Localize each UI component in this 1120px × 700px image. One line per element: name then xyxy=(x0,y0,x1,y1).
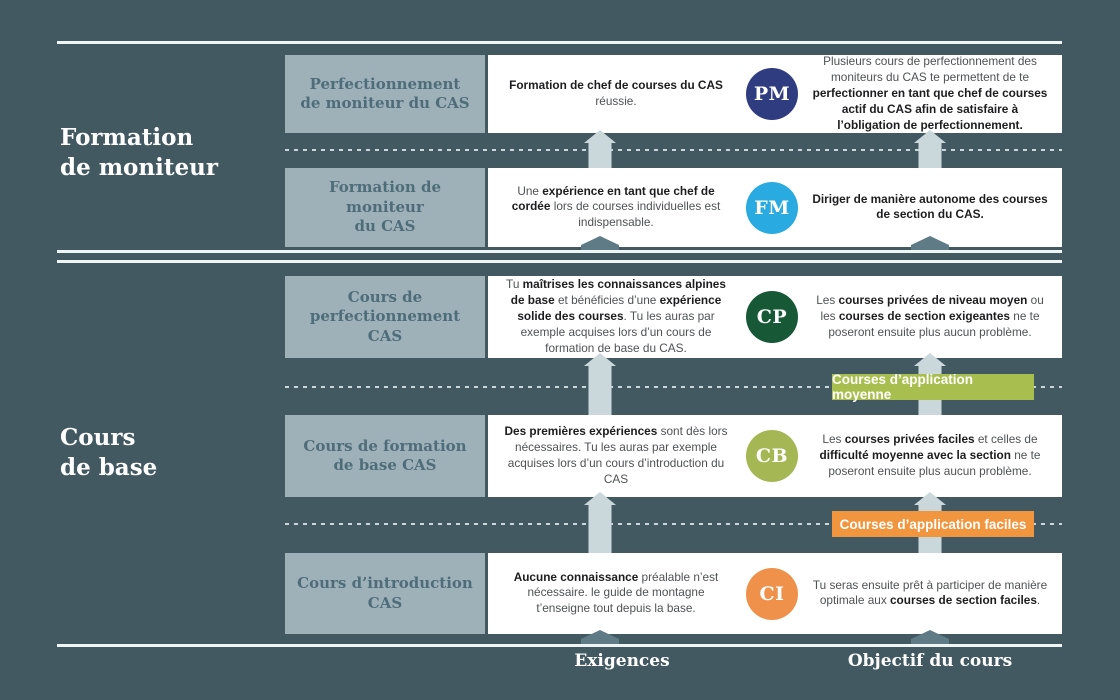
up-arrow-connector-icon xyxy=(584,130,616,168)
banner-label: Courses d’application faciles xyxy=(839,516,1027,532)
objective-text: Les courses privées faciles et celles de… xyxy=(819,432,1041,478)
separator-line-section-lower xyxy=(57,260,1062,263)
badge-text: CB xyxy=(755,445,789,467)
objective-text: Les courses privées de niveau moyen ou l… xyxy=(816,293,1044,339)
course-label: Perfectionnement de moniteur du CAS xyxy=(300,74,470,113)
up-arrow-connector-icon xyxy=(584,353,616,415)
course-label-box: Cours de perfectionnement CAS xyxy=(285,276,485,358)
up-arrow-connector-icon xyxy=(584,492,616,553)
requirements-text: Aucune connaissance préalable n’est néce… xyxy=(513,569,719,616)
objective-text: Plusieurs cours de perfectionnement des … xyxy=(812,54,1048,132)
course-card: Des premières expériences sont dès lors … xyxy=(488,415,1062,497)
objective-text: Diriger de manière autonome des courses … xyxy=(812,191,1048,222)
banner-courses-application-moyenne: Courses d’application moyenne xyxy=(832,372,1034,402)
badge-text: PM xyxy=(753,83,791,105)
separator-line-section-upper xyxy=(57,250,1062,253)
objective-text: Tu seras ensuite prêt à participer de ma… xyxy=(812,577,1048,608)
requirements-text: Des premières expériences sont dès lors … xyxy=(504,424,728,486)
course-badge: CP xyxy=(746,291,798,343)
course-label-box: Cours de formation de base CAS xyxy=(285,415,485,497)
course-card: Tu maîtrises les connaissances alpines d… xyxy=(488,276,1062,358)
requirements-text: Formation de chef de courses du CAS réus… xyxy=(509,78,723,108)
course-badge: CI xyxy=(746,567,798,620)
dashed-divider xyxy=(285,149,1062,151)
course-row-pm: Perfectionnement de moniteur du CAS Form… xyxy=(285,54,1062,133)
course-label: Cours d’introduction CAS xyxy=(297,574,473,612)
separator-line-bottom xyxy=(57,644,1062,647)
course-card: Une expérience en tant que chef de cordé… xyxy=(488,168,1062,247)
badge-text: CP xyxy=(756,306,788,328)
section-title-cours-de-base: Cours de base xyxy=(60,424,158,482)
section-title-formation-de-moniteur: Formation de moniteur xyxy=(60,124,218,182)
course-label: Cours de formation de base CAS xyxy=(303,436,467,475)
separator-line-top xyxy=(57,41,1062,44)
course-label-box: Formation de moniteur du CAS xyxy=(285,168,485,247)
requirements-text: Tu maîtrises les connaissances alpines d… xyxy=(506,277,726,355)
course-label-box: Cours d’introduction CAS xyxy=(285,553,485,634)
course-card: Aucune connaissance préalable n’est néce… xyxy=(488,553,1062,634)
badge-text: FM xyxy=(754,196,790,219)
dashed-divider xyxy=(285,386,1062,388)
course-label-box: Perfectionnement de moniteur du CAS xyxy=(285,55,485,133)
badge-text: CI xyxy=(759,582,785,605)
dashed-divider xyxy=(285,523,1062,525)
banner-label: Courses d’application moyenne xyxy=(832,372,974,402)
course-row-fm: Formation de moniteur du CAS Une expérie… xyxy=(285,168,1062,247)
course-label: Formation de moniteur du CAS xyxy=(328,178,442,236)
column-label-exigences: Exigences xyxy=(574,651,670,671)
course-row-ci: Cours d’introduction CAS Aucune connaiss… xyxy=(285,553,1062,634)
course-row-cb: Cours de formation de base CAS Des premi… xyxy=(285,415,1062,497)
course-badge: FM xyxy=(746,181,798,234)
course-card: Formation de chef de courses du CAS réus… xyxy=(488,54,1062,133)
banner-courses-application-faciles: Courses d’application faciles xyxy=(832,511,1034,537)
course-badge: CB xyxy=(746,430,798,482)
course-row-cp: Cours de perfectionnement CAS Tu maîtris… xyxy=(285,276,1062,358)
course-label: Cours de perfectionnement CAS xyxy=(309,287,461,345)
column-label-objectif-du-cours: Objectif du cours xyxy=(847,651,1013,671)
course-badge: PM xyxy=(746,68,798,120)
up-arrow-connector-icon xyxy=(914,130,946,168)
requirements-text: Une expérience en tant que chef de cordé… xyxy=(511,183,721,230)
